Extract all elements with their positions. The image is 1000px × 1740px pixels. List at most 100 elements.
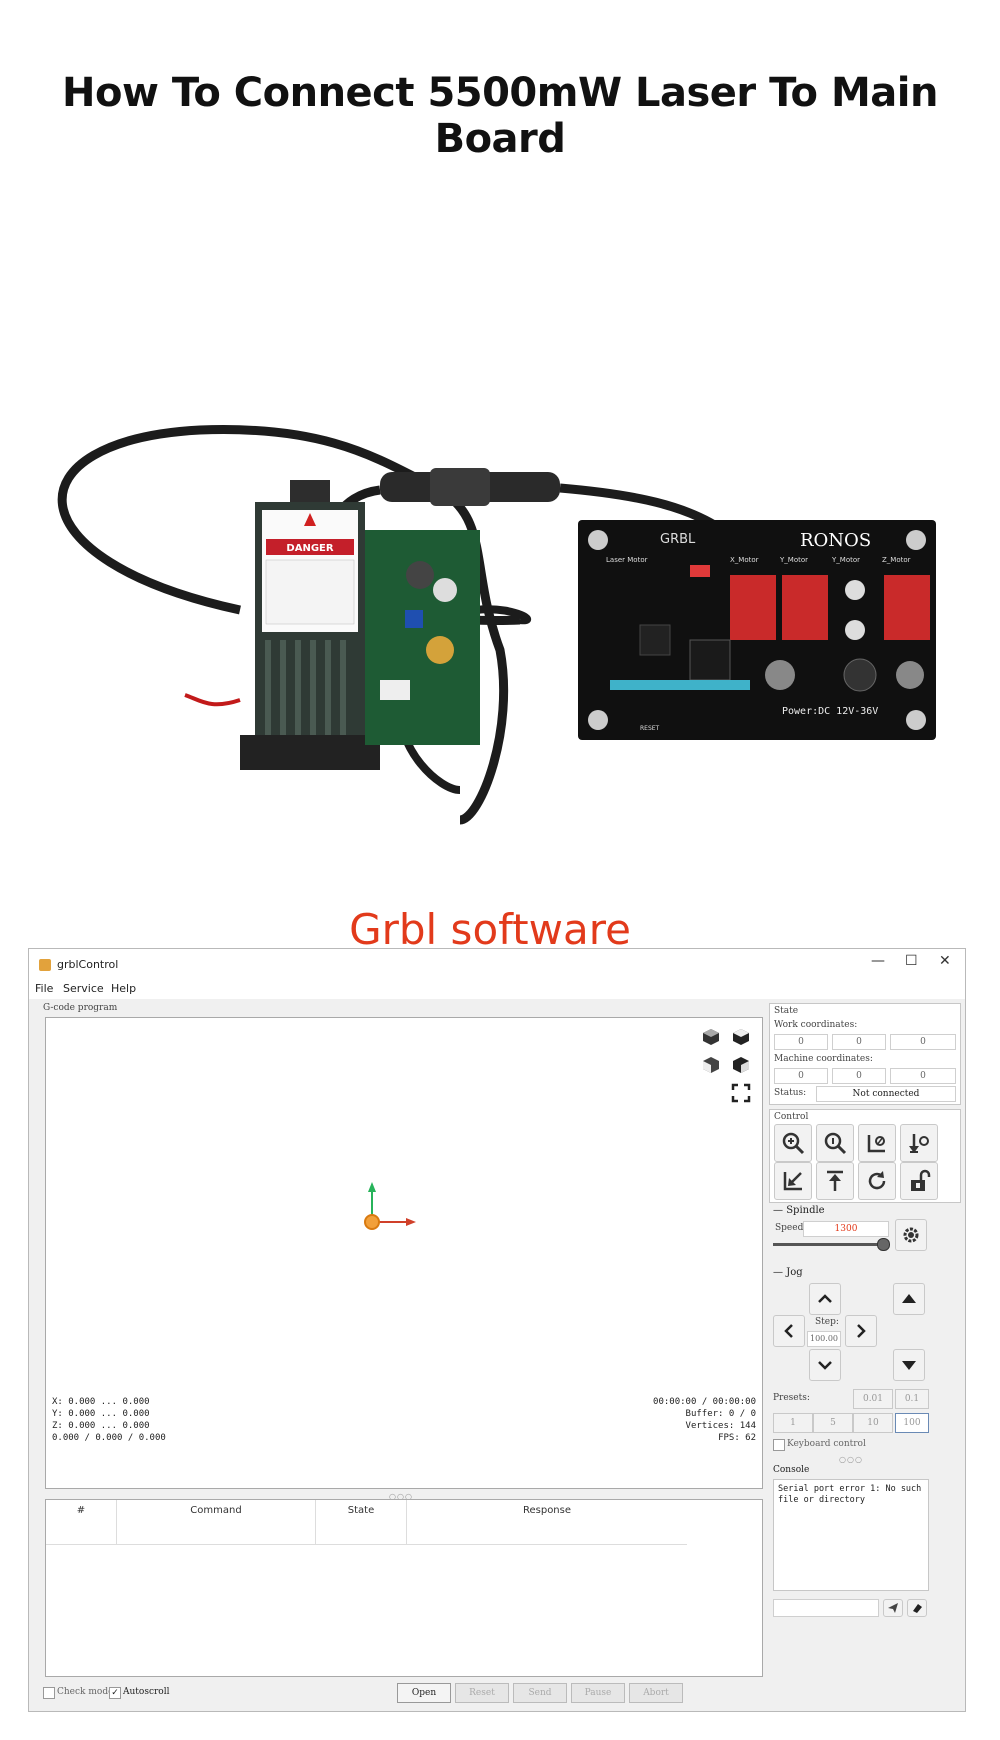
close-button[interactable]: ✕ (939, 953, 951, 969)
fit-view-icon[interactable] (730, 1082, 752, 1104)
laser-motor-label: Laser Motor (606, 556, 648, 564)
gcode-viewer[interactable]: X: 0.000 ... 0.000 Y: 0.000 ... 0.000 Z:… (45, 1017, 763, 1489)
driver-board (365, 530, 480, 745)
y2-motor-label: Y_Motor (831, 556, 860, 564)
preset-0-01-button[interactable]: 0.01 (853, 1389, 893, 1409)
eraser-icon (913, 1604, 922, 1613)
minimize-button[interactable]: — (871, 953, 885, 969)
pause-button[interactable]: Pause (571, 1683, 625, 1703)
chevron-right-icon (857, 1324, 866, 1338)
console-group-label: Console (773, 1465, 810, 1475)
danger-label: DANGER (286, 543, 333, 554)
autoscroll-checkbox[interactable]: ✓ (109, 1687, 121, 1699)
console-text: Serial port error 1: No such file or dir… (778, 1484, 922, 1505)
machine-coords-label: Machine coordinates: (774, 1054, 873, 1064)
jog-z-minus-button[interactable] (893, 1349, 925, 1381)
spindle-slider-thumb[interactable] (877, 1238, 891, 1251)
magnify-plus-icon (782, 1132, 805, 1155)
title-bar: grblControl — ☐ ✕ (29, 949, 965, 979)
console-output[interactable]: Serial port error 1: No such file or dir… (773, 1479, 929, 1591)
board-brand: RONOS (800, 530, 871, 551)
status-label: Status: (774, 1088, 807, 1098)
jog-x-minus-button[interactable] (773, 1315, 805, 1347)
window-title: grblControl (57, 958, 119, 971)
console-clear-button[interactable] (907, 1599, 927, 1617)
status-field: Not connected (816, 1086, 956, 1102)
preset-0-1-button[interactable]: 0.1 (895, 1389, 929, 1409)
preset-100-button[interactable]: 100 (895, 1413, 929, 1433)
coord-y: Y: 0.000 ... 0.000 (52, 1409, 150, 1419)
send-icon (888, 1603, 898, 1613)
preset-1-button[interactable]: 1 (773, 1413, 813, 1433)
view-front-cube-icon[interactable] (700, 1054, 722, 1076)
view-iso-cube-icon[interactable] (700, 1026, 722, 1048)
safe-position-button[interactable] (816, 1162, 854, 1200)
zoom-out-button[interactable] (816, 1124, 854, 1162)
zero-z-button[interactable] (900, 1124, 938, 1162)
jog-toggle[interactable]: — Jog (773, 1267, 803, 1278)
board-name: GRBL (660, 532, 696, 547)
software-title: Grbl software (349, 905, 631, 954)
unlock-button[interactable] (900, 1162, 938, 1200)
jog-step-field[interactable]: 100.00 (807, 1331, 841, 1347)
col-response: Response (407, 1500, 687, 1545)
magnify-icon (824, 1132, 847, 1155)
return-xy-button[interactable] (774, 1162, 812, 1200)
spindle-speed-field[interactable]: 1300 (803, 1221, 889, 1237)
origin-axes-icon (364, 1182, 416, 1230)
work-x-field: 0 (774, 1034, 828, 1050)
col-command: Command (117, 1500, 316, 1545)
menu-help[interactable]: Help (111, 982, 137, 995)
spindle-slider-track[interactable] (773, 1243, 889, 1246)
preset-10-button[interactable]: 10 (853, 1413, 893, 1433)
laser-module: DANGER (240, 480, 380, 770)
jog-group-label: Jog (786, 1267, 803, 1278)
machine-x-field: 0 (774, 1068, 828, 1084)
maximize-button[interactable]: ☐ (905, 953, 918, 969)
reset-button[interactable]: Reset (455, 1683, 509, 1703)
view-left-cube-icon[interactable] (730, 1054, 752, 1076)
presets-label: Presets: (773, 1393, 810, 1403)
command-table[interactable]: # Command State Response (45, 1499, 763, 1677)
machine-y-field: 0 (832, 1068, 886, 1084)
refresh-icon (868, 1171, 886, 1190)
menu-service[interactable]: Service (63, 982, 104, 995)
zoom-in-button[interactable] (774, 1124, 812, 1162)
x-motor-label: X_Motor (730, 556, 759, 564)
jog-x-plus-button[interactable] (845, 1315, 877, 1347)
console-splitter[interactable]: ○○○ (839, 1455, 863, 1464)
col-number: # (46, 1500, 117, 1545)
jog-y-minus-button[interactable] (809, 1349, 841, 1381)
coord-z: Z: 0.000 ... 0.000 (52, 1421, 150, 1431)
console-input[interactable] (773, 1599, 879, 1617)
view-top-cube-icon[interactable] (730, 1026, 752, 1048)
reset-control-button[interactable] (858, 1162, 896, 1200)
work-z-field: 0 (890, 1034, 956, 1050)
main-board: GRBL RONOS Laser Motor X_Motor Y_Motor Y… (578, 520, 936, 740)
chevron-left-icon (784, 1324, 793, 1338)
abort-button[interactable]: Abort (629, 1683, 683, 1703)
control-group-label: Control (774, 1112, 809, 1122)
z-motor-label: Z_Motor (882, 556, 911, 564)
state-group: State Work coordinates: 0 0 0 Machine co… (769, 1003, 961, 1105)
chevron-up-icon (818, 1294, 832, 1303)
keyboard-control-label: Keyboard control (787, 1439, 866, 1449)
spindle-toggle[interactable]: — Spindle (773, 1205, 825, 1216)
spindle-speed-label: Speed: (775, 1223, 807, 1233)
zero-xy-button[interactable] (858, 1124, 896, 1162)
send-button[interactable]: Send (513, 1683, 567, 1703)
check-mode-checkbox[interactable] (43, 1687, 55, 1699)
jog-y-plus-button[interactable] (809, 1283, 841, 1315)
preset-5-button[interactable]: 5 (813, 1413, 853, 1433)
jog-z-plus-button[interactable] (893, 1283, 925, 1315)
menu-file[interactable]: File (35, 982, 54, 995)
splitter-handle[interactable]: ○○○ (389, 1492, 413, 1501)
keyboard-control-checkbox[interactable] (773, 1439, 785, 1451)
check-mode-label: Check mode (57, 1687, 114, 1697)
fps-readout: FPS: 62 (718, 1433, 756, 1443)
open-button[interactable]: Open (397, 1683, 451, 1703)
grbl-control-window: grblControl — ☐ ✕ File Service Help G-co… (28, 948, 966, 1712)
console-send-button[interactable] (883, 1599, 903, 1617)
right-panel: State Work coordinates: 0 0 0 Machine co… (769, 999, 961, 1709)
spindle-button[interactable] (895, 1219, 927, 1251)
